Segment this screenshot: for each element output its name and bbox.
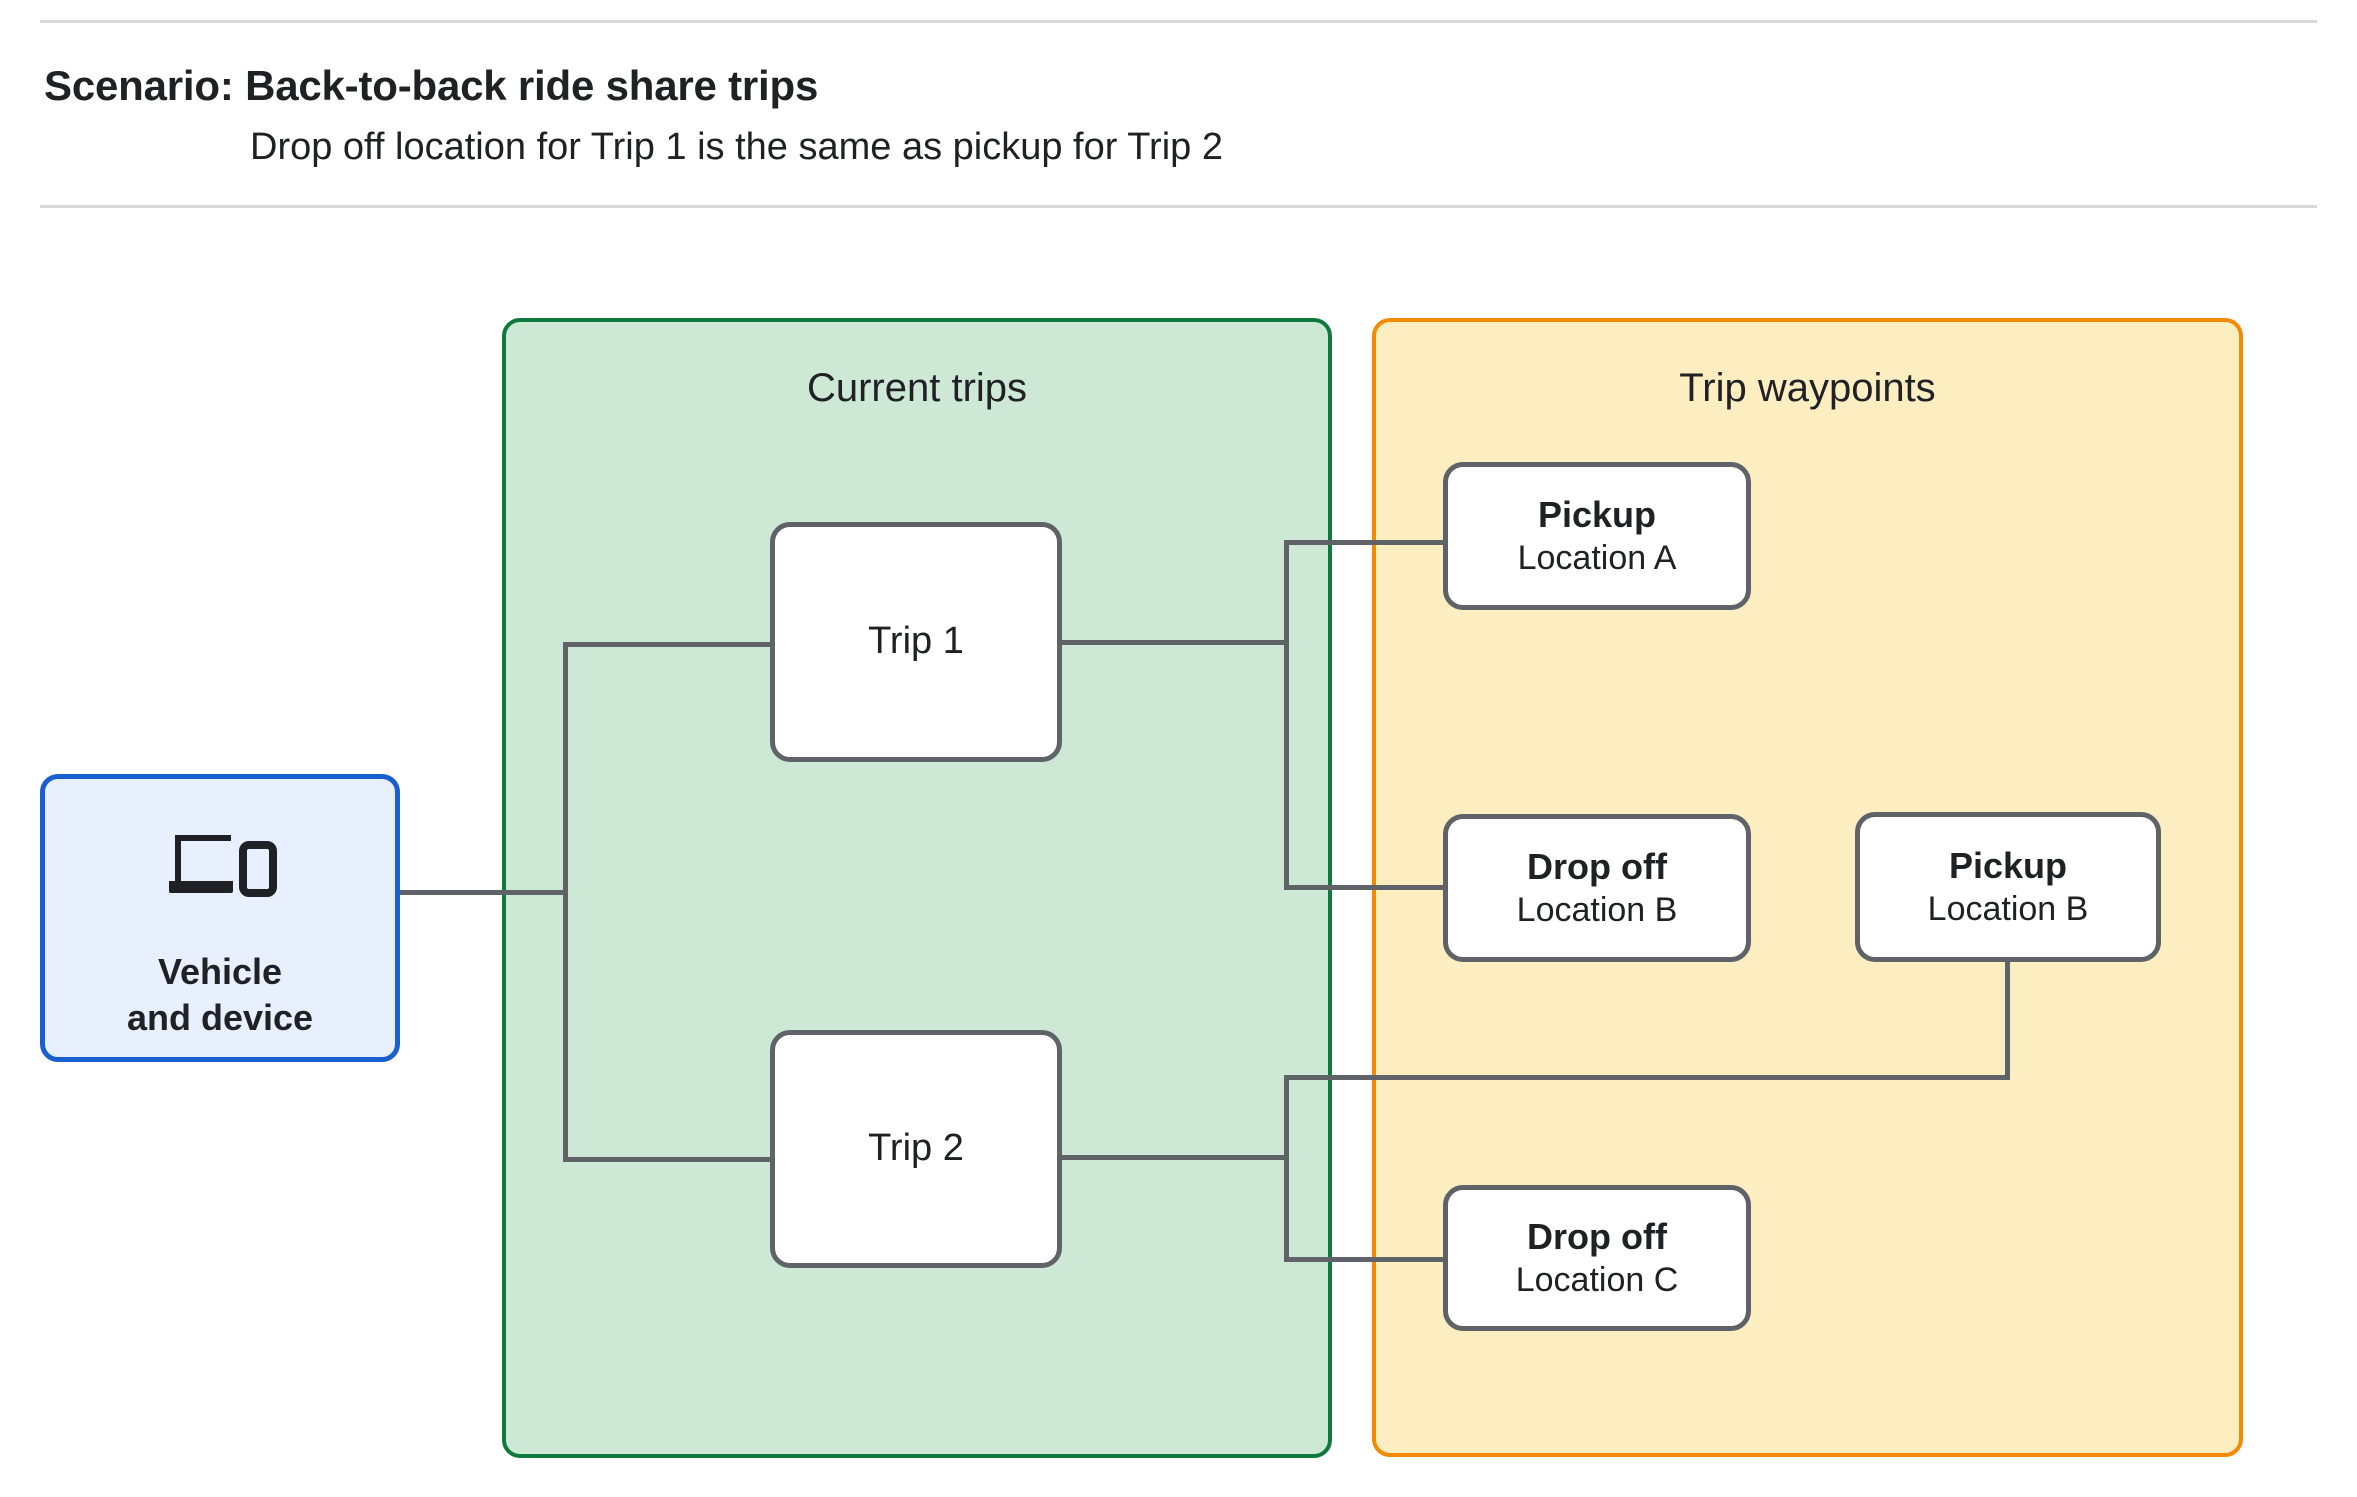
node-trip-2[interactable]: Trip 2 — [770, 1030, 1062, 1268]
node-dropoff-location-c[interactable]: Drop off Location C — [1443, 1185, 1751, 1331]
node-dropoff-b-location: Location B — [1516, 891, 1678, 930]
laptop-and-phone-icon — [161, 827, 279, 901]
connector-trip1-to-junction — [1058, 640, 1288, 645]
connector-trip1-to-dropoff-b — [1284, 885, 1448, 890]
node-pickup-location-a[interactable]: Pickup Location A — [1443, 462, 1751, 610]
node-pickup-b-title: Pickup — [1948, 844, 2068, 886]
node-vehicle-label-line1: Vehicle — [157, 951, 283, 992]
node-trip-1-label: Trip 1 — [868, 620, 964, 663]
connector-junction-to-trip1 — [563, 642, 775, 647]
connector-pickup-b-drop-vertical — [2005, 958, 2010, 1080]
node-pickup-a-location: Location A — [1517, 539, 1677, 578]
node-dropoff-c-location: Location C — [1515, 1261, 1679, 1300]
connector-trip2-to-pickup-b — [1284, 1075, 2010, 1080]
page-title: Scenario: Back-to-back ride share trips — [44, 62, 819, 109]
node-pickup-a-title: Pickup — [1537, 493, 1657, 535]
connector-trip-fan-vertical — [563, 642, 568, 1162]
connector-trip1-split-vertical — [1284, 540, 1289, 890]
connector-trip2-split-vertical — [1284, 1075, 1289, 1262]
connector-vehicle-to-junction — [400, 890, 568, 895]
node-dropoff-c-title: Drop off — [1527, 1215, 1667, 1257]
node-pickup-location-b[interactable]: Pickup Location B — [1855, 812, 2161, 962]
connector-trip2-to-junction — [1058, 1155, 1288, 1160]
node-vehicle-and-device[interactable]: Vehicle and device — [40, 774, 400, 1062]
header-top-divider — [40, 20, 2317, 23]
node-dropoff-location-b[interactable]: Drop off Location B — [1443, 814, 1751, 962]
connector-trip2-to-dropoff-c — [1284, 1257, 1448, 1262]
node-vehicle-label-line2: and device — [126, 997, 314, 1039]
group-current-trips: Current trips — [502, 318, 1332, 1458]
header-bottom-divider — [40, 205, 2317, 208]
node-dropoff-b-title: Drop off — [1527, 845, 1667, 887]
connector-trip1-to-pickup-a — [1284, 540, 1448, 545]
group-current-trips-title: Current trips — [806, 366, 1028, 410]
node-pickup-b-location: Location B — [1927, 890, 2089, 929]
node-trip-1[interactable]: Trip 1 — [770, 522, 1062, 762]
connector-junction-to-trip2 — [563, 1157, 775, 1162]
group-trip-waypoints-title: Trip waypoints — [1679, 366, 1936, 410]
page-subtitle: Drop off location for Trip 1 is the same… — [250, 126, 1223, 168]
node-trip-2-label: Trip 2 — [868, 1127, 964, 1170]
